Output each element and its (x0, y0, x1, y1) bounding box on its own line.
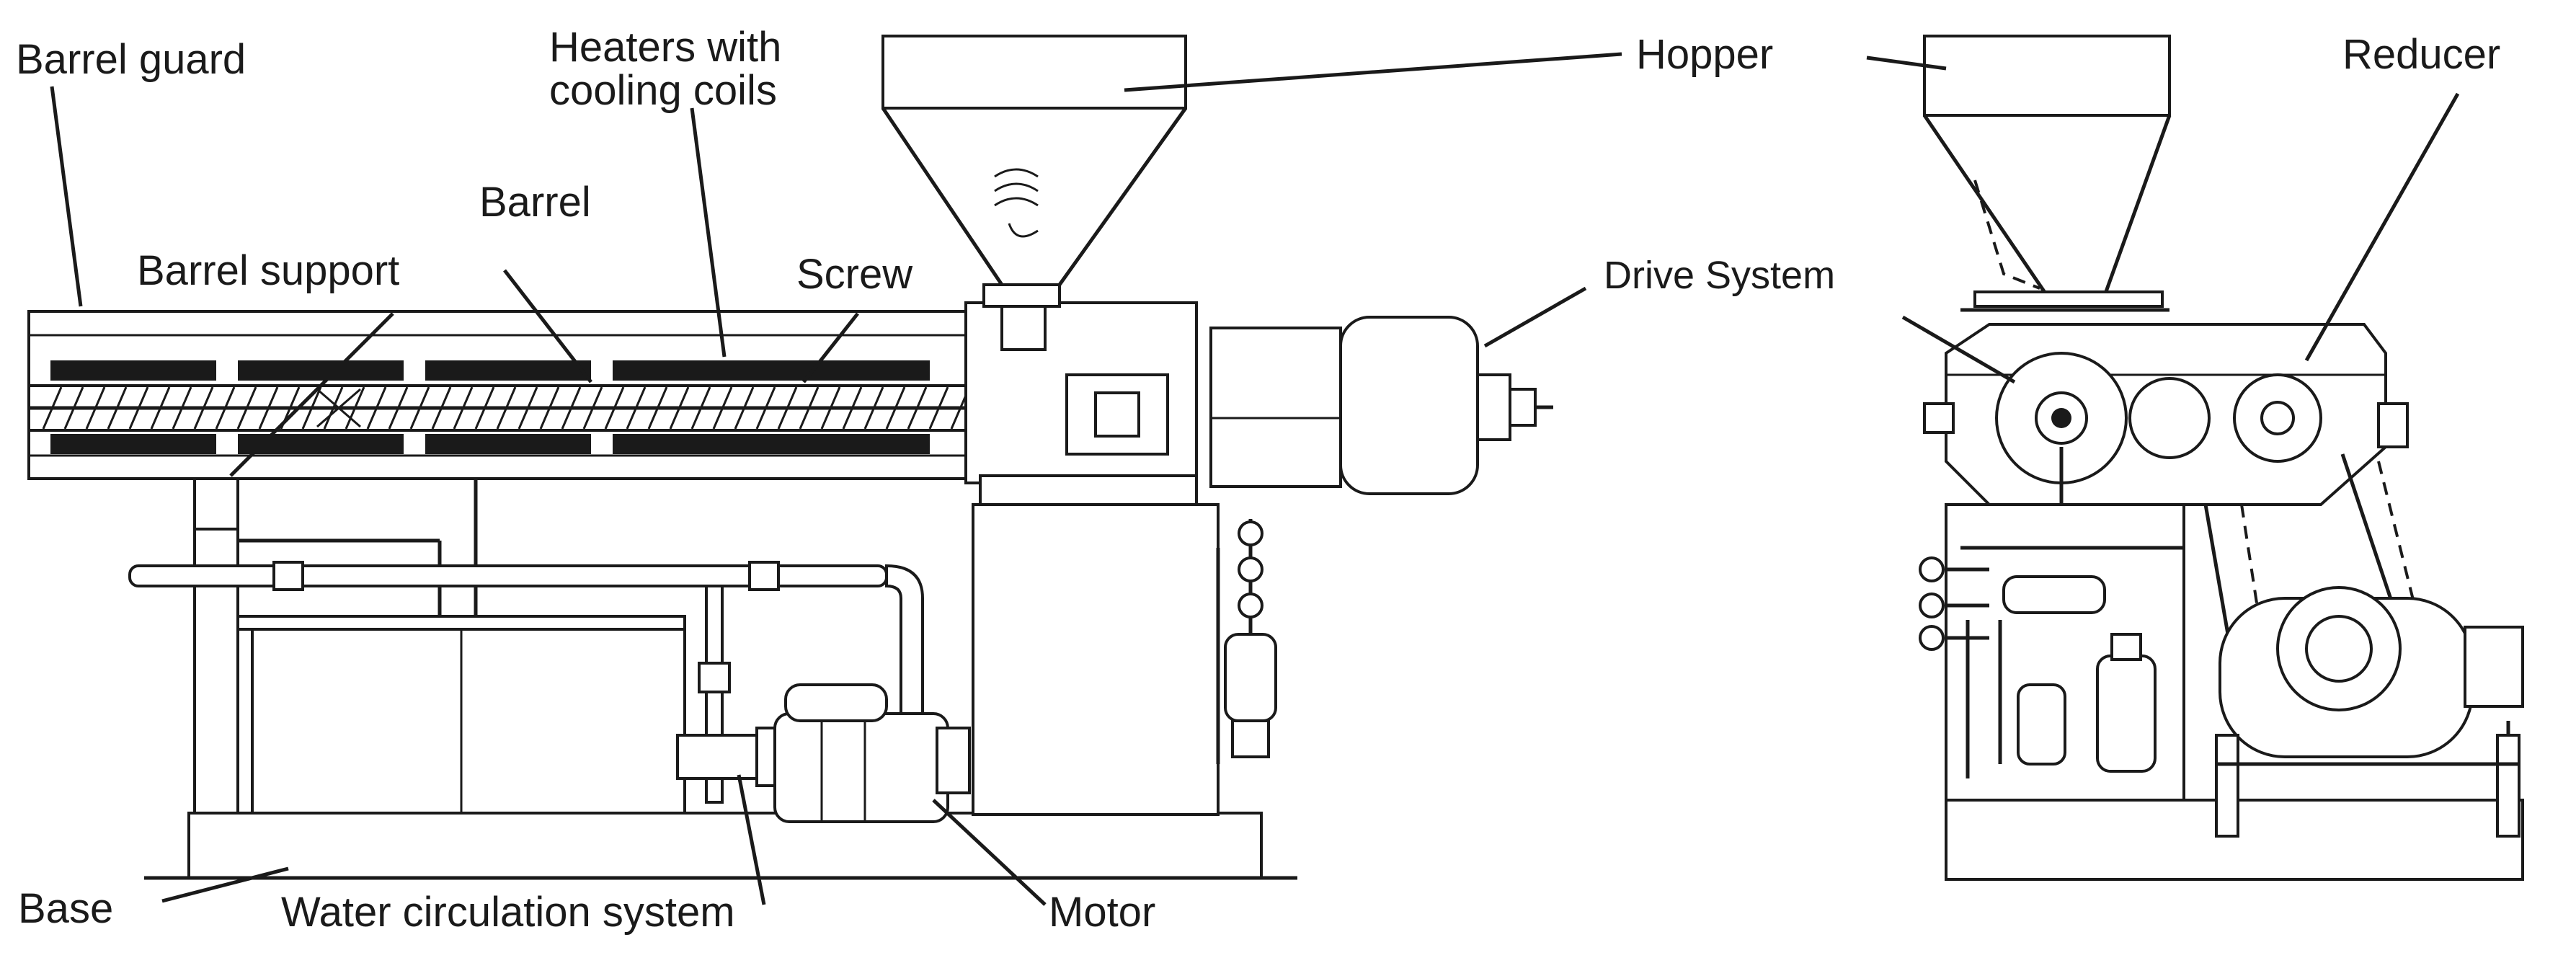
barrel-support-shape (193, 477, 239, 531)
leader-barrel-support (229, 312, 394, 477)
heater-bands (50, 360, 930, 454)
label-motor: Motor (1049, 889, 1155, 936)
hopper-left (881, 35, 1188, 286)
base-slab (187, 812, 1263, 879)
leader-drive-right (1901, 315, 2016, 384)
leader-screw (802, 312, 859, 383)
label-base: Base (18, 885, 113, 932)
label-reducer: Reducer (2342, 31, 2500, 78)
leader-motor (932, 799, 1047, 906)
label-heaters-line2: cooling coils (549, 67, 777, 114)
label-barrel-support: Barrel support (137, 247, 399, 294)
leader-drive-left (1483, 286, 1587, 348)
end-view (1919, 35, 2524, 881)
label-heaters-line1: Heaters with (549, 24, 781, 71)
motor-shape (773, 683, 971, 823)
end-valves (1919, 556, 2157, 778)
end-motor (2215, 586, 2524, 838)
leader-hopper-left (1124, 52, 1622, 92)
labels: Barrel guard Heaters with cooling coils … (16, 24, 2500, 936)
label-screw: Screw (796, 251, 913, 298)
label-barrel: Barrel (479, 179, 591, 226)
label-hopper: Hopper (1636, 31, 1773, 78)
label-barrel-guard: Barrel guard (16, 36, 246, 83)
label-drive-system: Drive System (1604, 254, 1835, 297)
leader-base (161, 866, 289, 903)
label-water-circulation: Water circulation system (281, 889, 735, 936)
leader-heaters (690, 107, 727, 358)
valve-cluster (1216, 519, 1277, 764)
side-view (27, 35, 1553, 880)
leader-barrel-guard (50, 86, 83, 307)
leader-water (737, 774, 766, 905)
hopper-right (1922, 35, 2172, 312)
leader-barrel (503, 269, 592, 383)
reducer-gearbox (1923, 323, 2409, 519)
leader-lines (50, 52, 2460, 906)
leader-reducer (2304, 92, 2460, 362)
leader-hopper-right (1866, 56, 1947, 71)
